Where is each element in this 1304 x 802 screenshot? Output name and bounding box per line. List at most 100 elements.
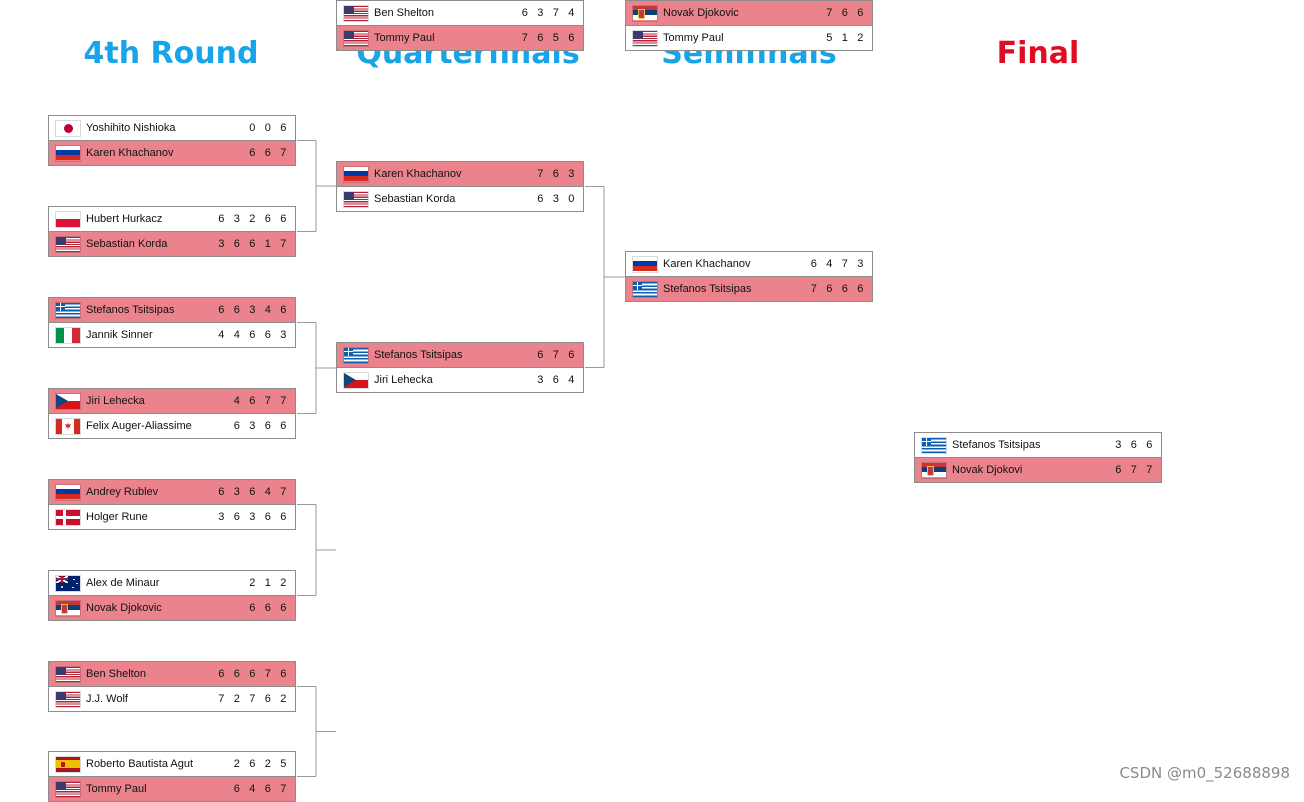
flag-czech-icon <box>344 372 368 388</box>
set-score: 6 <box>218 304 225 316</box>
set-score: 7 <box>280 395 287 407</box>
set-score: 2 <box>249 577 256 589</box>
set-score: 3 <box>249 511 256 523</box>
set-score: 7 <box>552 7 559 19</box>
set-score: 6 <box>264 213 271 225</box>
set-score: 6 <box>1130 439 1137 451</box>
set-score: 0 <box>264 122 271 134</box>
set-score: 1 <box>264 577 271 589</box>
flag-spain-icon <box>56 756 80 772</box>
set-score: 3 <box>233 486 240 498</box>
player-name: Karen Khachanov <box>663 258 751 270</box>
player-name: Roberto Bautista Agut <box>86 758 194 770</box>
flag-denmark-icon <box>56 509 80 525</box>
flag-usa-icon <box>56 236 80 252</box>
flag-usa-icon <box>344 30 368 46</box>
set-score: 5 <box>552 32 559 44</box>
flag-usa-icon <box>56 666 80 682</box>
set-score: 6 <box>233 304 240 316</box>
set-score: 2 <box>857 32 864 44</box>
player-name: Novak Djokovi <box>952 464 1023 476</box>
set-score: 7 <box>1146 464 1153 476</box>
flag-serbia-icon <box>56 600 80 616</box>
set-score: 6 <box>841 283 848 295</box>
set-score: 7 <box>810 283 817 295</box>
player-name: J.J. Wolf <box>86 693 128 705</box>
set-score: 7 <box>1130 464 1137 476</box>
set-score: 6 <box>264 693 271 705</box>
set-score: 2 <box>249 213 256 225</box>
flag-usa-icon <box>344 191 368 207</box>
set-score: 7 <box>249 693 256 705</box>
flag-poland-icon <box>56 211 80 227</box>
player-name: Tommy Paul <box>663 32 724 44</box>
set-score: 6 <box>810 258 817 270</box>
flag-greece-icon <box>56 302 80 318</box>
flag-usa-icon <box>56 781 80 797</box>
set-score: 4 <box>233 395 240 407</box>
flag-russia-icon <box>633 256 657 272</box>
set-score: 7 <box>218 693 225 705</box>
player-name: Karen Khachanov <box>86 147 174 159</box>
set-score: 6 <box>249 395 256 407</box>
set-score: 6 <box>552 168 559 180</box>
flag-russia-icon <box>344 166 368 182</box>
player-name: Stefanos Tsitsipas <box>374 349 463 361</box>
flag-australia-icon <box>56 575 80 591</box>
set-score: 7 <box>280 147 287 159</box>
set-score: 3 <box>537 374 544 386</box>
flag-canada-icon <box>56 418 80 434</box>
set-score: 6 <box>521 7 528 19</box>
set-score: 7 <box>826 7 833 19</box>
set-score: 6 <box>249 238 256 250</box>
flag-greece-icon <box>633 281 657 297</box>
player-name: Stefanos Tsitsipas <box>86 304 175 316</box>
flag-greece-icon <box>922 437 946 453</box>
set-score: 0 <box>568 193 575 205</box>
set-score: 6 <box>264 147 271 159</box>
player-name: Holger Rune <box>86 511 148 523</box>
flag-japan-icon <box>56 120 80 136</box>
set-score: 7 <box>841 258 848 270</box>
player-name: Yoshihito Nishioka <box>86 122 176 134</box>
set-score: 6 <box>218 668 225 680</box>
set-score: 7 <box>264 395 271 407</box>
set-score: 1 <box>264 238 271 250</box>
round-title-final: Final <box>996 36 1080 71</box>
set-score: 6 <box>280 668 287 680</box>
set-score: 7 <box>264 668 271 680</box>
